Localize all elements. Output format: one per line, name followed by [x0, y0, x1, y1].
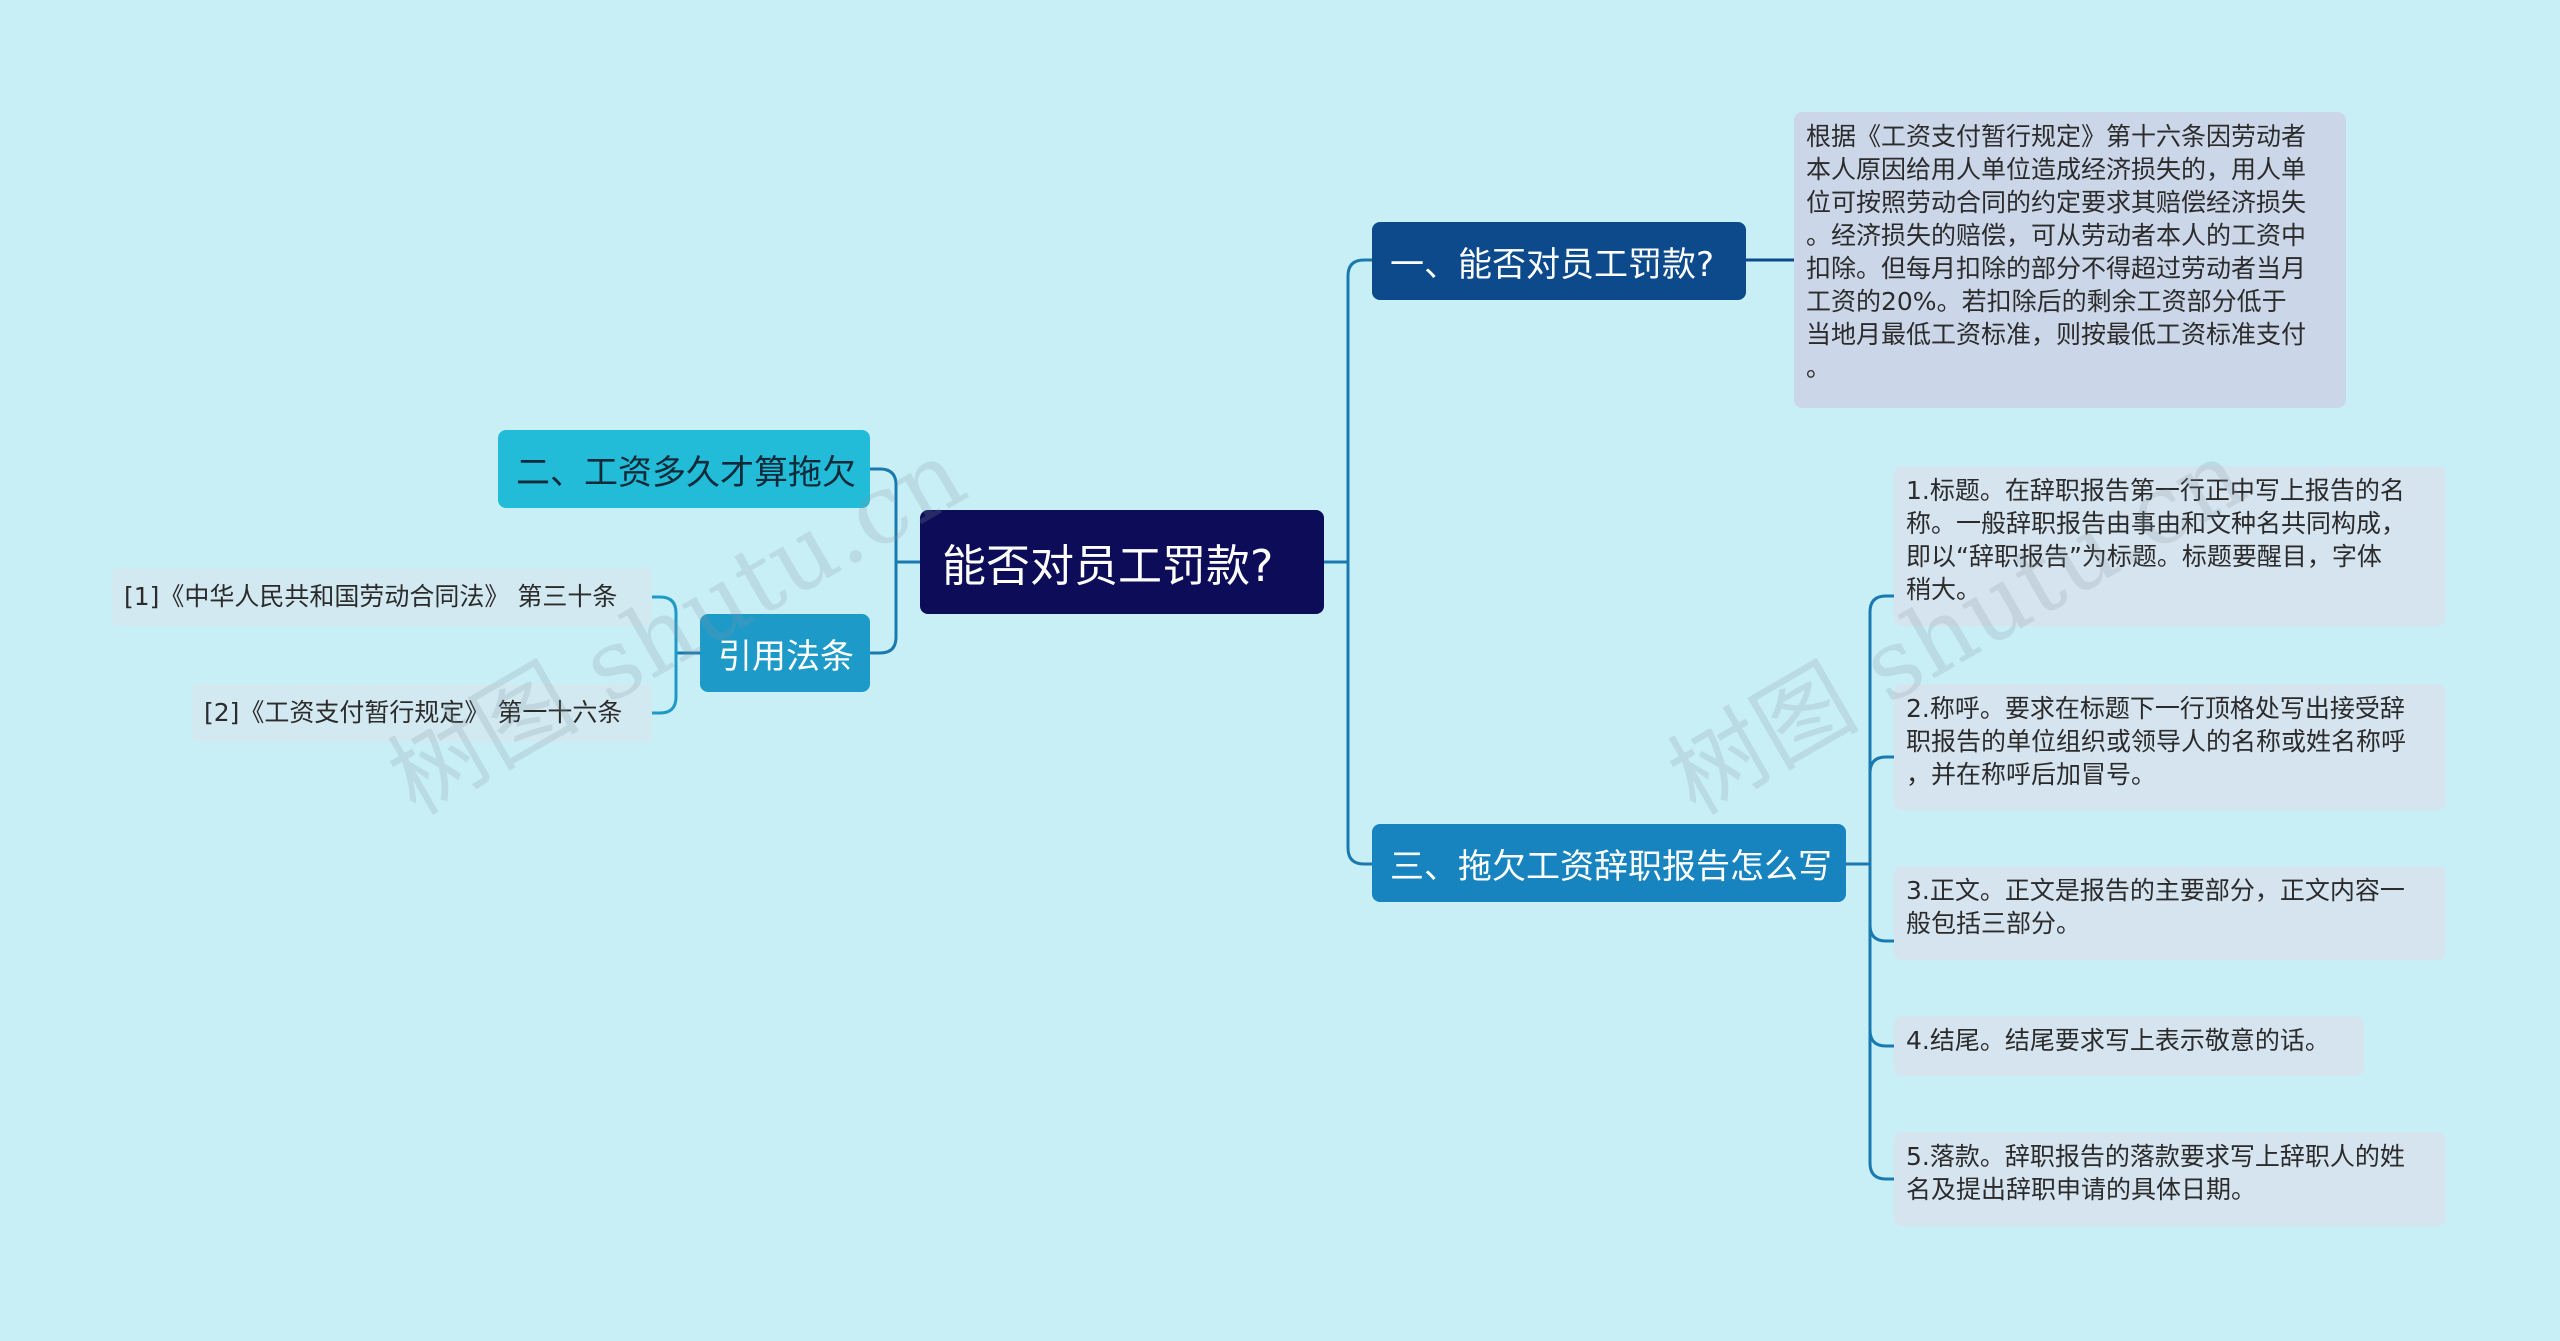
branch-label: 二、工资多久才算拖欠 [516, 452, 856, 493]
connector-to-branch2 [870, 467, 898, 562]
connector-ref-2 [652, 653, 678, 715]
leaf-report-step-body[interactable]: 3.正文。正文是报告的主要部分，正文内容一 般包括三部分。 [1894, 866, 2446, 960]
branch-label: 引用法条 [718, 636, 854, 677]
connector-leaf-2 [1868, 755, 1894, 864]
connector-ref-1 [652, 595, 678, 653]
root-node[interactable]: 能否对员工罚款? [920, 510, 1324, 614]
connector-to-branch4 [1346, 562, 1372, 866]
branch-label: 一、能否对员工罚款? [1390, 244, 1715, 285]
reference-item[interactable]: [1]《中华人民共和国劳动合同法》 第三十条 [112, 568, 652, 626]
root-node-label: 能否对员工罚款? [942, 541, 1274, 592]
branch-label: 三、拖欠工资辞职报告怎么写 [1390, 846, 1832, 887]
reference-item[interactable]: [2]《工资支付暂行规定》 第一十六条 [192, 684, 652, 742]
leaf-report-step-salutation[interactable]: 2.称呼。要求在标题下一行顶格处写出接受辞 职报告的单位组织或领导人的名称或姓名… [1894, 684, 2446, 810]
leaf-report-step-title[interactable]: 1.标题。在辞职报告第一行正中写上报告的名 称。一般辞职报告由事由和文种名共同构… [1894, 466, 2446, 626]
branch-node-wage-arrears-duration[interactable]: 二、工资多久才算拖欠 [498, 430, 870, 508]
branch-node-cited-laws[interactable]: 引用法条 [700, 614, 870, 692]
connector-leaf-5 [1868, 864, 1894, 1181]
branch-node-can-fine-employee[interactable]: 一、能否对员工罚款? [1372, 222, 1746, 300]
connector-leaf-1 [1868, 594, 1894, 864]
leaf-report-step-ending[interactable]: 4.结尾。结尾要求写上表示敬意的话。 [1894, 1016, 2364, 1076]
branch-node-resignation-report[interactable]: 三、拖欠工资辞职报告怎么写 [1372, 824, 1846, 902]
leaf-fine-explanation[interactable]: 根据《工资支付暂行规定》第十六条因劳动者 本人原因给用人单位造成经济损失的，用人… [1794, 112, 2346, 408]
connector-to-branch1 [1346, 258, 1372, 562]
connector-leaf-3 [1868, 864, 1894, 943]
connector-leaf-4 [1868, 864, 1894, 1048]
connector-to-branch3 [870, 562, 898, 655]
leaf-report-step-signature[interactable]: 5.落款。辞职报告的落款要求写上辞职人的姓 名及提出辞职申请的具体日期。 [1894, 1132, 2446, 1226]
